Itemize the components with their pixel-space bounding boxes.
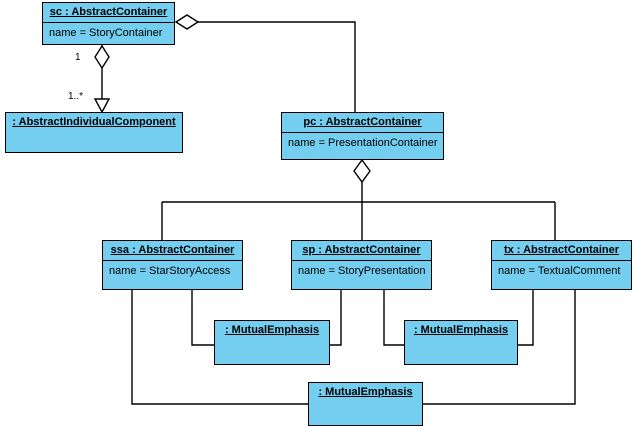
uml-node-sp[interactable]: sp : AbstractContainer name = StoryPrese… [291,240,432,290]
uml-node-sp-attribute: name = StoryPresentation [298,265,426,277]
uml-node-sp-title: sp : AbstractContainer [292,241,431,261]
uml-node-sc[interactable]: sc : AbstractContainer name = StoryConta… [42,2,175,45]
uml-node-sc-attribute: name = StoryContainer [49,27,163,39]
edge-pc-to-children [161,158,556,240]
uml-node-abstract-individual-component-title: : AbstractIndividualComponent [12,116,176,128]
uml-node-pc-title: pc : AbstractContainer [282,113,443,133]
uml-node-mutual-emphasis-3[interactable]: : MutualEmphasis [308,382,423,426]
uml-node-sc-title: sc : AbstractContainer [43,3,174,23]
edge-sp-to-me2 [383,290,405,346]
uml-node-mutual-emphasis-3-title: : MutualEmphasis [318,386,413,398]
uml-node-mutual-emphasis-2-title: : MutualEmphasis [413,324,509,336]
uml-node-ssa[interactable]: ssa : AbstractContainer name = StarStory… [102,240,243,290]
multiplicity-label-one: 1 [75,52,81,63]
uml-node-abstract-individual-component[interactable]: : AbstractIndividualComponent [5,112,183,153]
uml-node-ssa-title: ssa : AbstractContainer [103,241,242,261]
uml-node-tx[interactable]: tx : AbstractContainer name = TextualCom… [491,240,632,290]
uml-node-tx-attribute: name = TextualComment [498,265,621,277]
uml-node-mutual-emphasis-2[interactable]: : MutualEmphasis [404,320,518,365]
edge-me2-to-tx [518,290,534,346]
uml-node-ssa-attribute: name = StarStoryAccess [109,265,231,277]
edge-sc-to-pc [174,14,356,112]
edge-ssa-to-me1 [191,290,215,346]
uml-node-mutual-emphasis-1-title: : MutualEmphasis [224,324,320,336]
edge-sc-to-aic [93,44,111,114]
uml-node-tx-title: tx : AbstractContainer [492,241,631,261]
uml-node-pc[interactable]: pc : AbstractContainer name = Presentati… [281,112,444,160]
multiplicity-label-many: 1..* [68,91,84,102]
uml-node-pc-attribute: name = PresentationContainer [288,137,438,149]
edge-me1-to-sp [330,290,342,346]
uml-node-mutual-emphasis-1[interactable]: : MutualEmphasis [214,320,330,365]
